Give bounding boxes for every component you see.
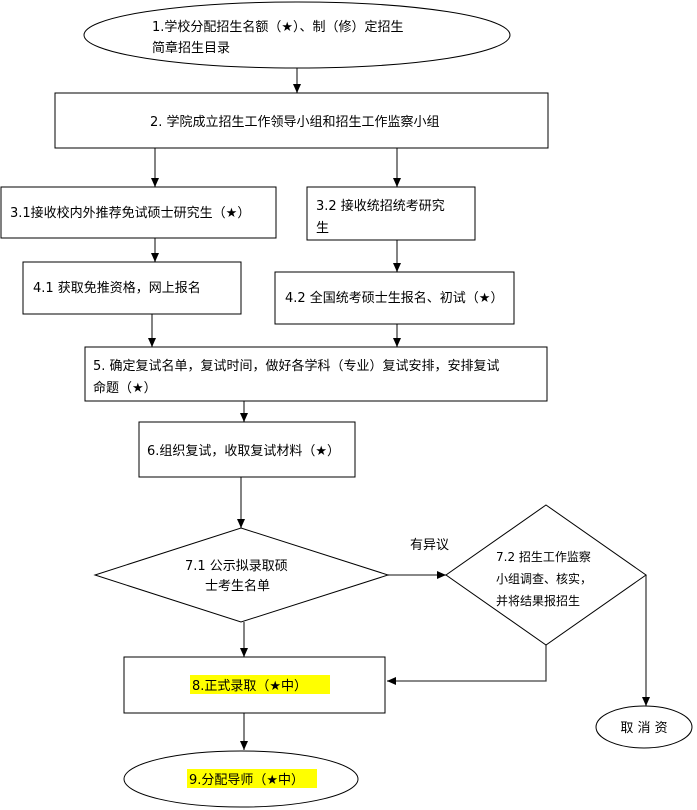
node-1-line1: 1.学校分配招生名额（★）、制（修）定招生 [152,19,404,35]
node-7-2-line1: 7.2 招生工作监察 [496,550,591,564]
connectors [148,68,650,750]
node-8-box: 8.正式录取（★中） [123,656,386,714]
node-3-1-box: 3.1接收校内外推荐免试硕士研究生（★） [0,186,277,239]
node-7-2-line2: 小组调查、核实， [496,571,592,586]
node-3-2-box: 3.2 接收统招统考研究 生 [306,186,476,241]
node-7-2-line3: 并将结果报招生 [496,593,580,608]
node-3-1-text: 3.1接收校内外推荐免试硕士研究生（★） [10,205,250,221]
node-1-ellipse: 1.学校分配招生名额（★）、制（修）定招生 简章招生目录 [83,1,511,69]
node-7-1-diamond: 7.1 公示拟录取硕 士考生名单 [93,527,390,623]
node-5-line2: 命题（★） [93,380,157,396]
node-7-1-line1: 7.1 公示拟录取硕 [185,559,288,574]
node-4-2-text: 4.2 全国统考硕士生报名、初试（★） [285,290,503,306]
node-5-line1: 5. 确定复试名单，复试时间，做好各学科（专业）复试安排，安排复试 [93,358,500,374]
node-9-ellipse: 9.分配导师（★中） [123,750,359,808]
node-6-box: 6.组织复试，收取复试材料（★） [138,421,356,478]
node-2-box: 2. 学院成立招生工作领导小组和招生工作监察小组 [54,92,549,149]
node-9-highlight [187,769,317,788]
objection-label: 有异议 [410,538,449,553]
node-8-highlight [190,675,330,694]
node-4-1-text: 4.1 获取免推资格，网上报名 [33,280,201,296]
node-2-text: 2. 学院成立招生工作领导小组和招生工作监察小组 [150,114,440,130]
cancel-text: 取 消 资 [620,721,667,736]
arrow-72-8 [387,645,547,685]
node-4-1-box: 4.1 获取免推资格，网上报名 [22,261,242,315]
node-7-2-diamond: 7.2 招生工作监察 小组调查、核实， 并将结果报招生 [445,504,647,646]
node-3-2-line2: 生 [316,221,329,236]
node-5-box: 5. 确定复试名单，复试时间，做好各学科（专业）复试安排，安排复试 命题（★） [84,346,548,402]
node-7-1-line2: 士考生名单 [205,578,270,594]
node-6-text: 6.组织复试，收取复试材料（★） [147,444,340,459]
node-9-text: 9.分配导师（★中） [189,773,304,788]
node-1-line2: 简章招生目录 [152,40,230,56]
node-4-2-box: 4.2 全国统考硕士生报名、初试（★） [274,271,515,325]
node-8-text: 8.正式录取（★中） [192,679,307,694]
cancel-ellipse: 取 消 资 [595,705,693,749]
node-3-2-line1: 3.2 接收统招统考研究 [316,198,445,214]
